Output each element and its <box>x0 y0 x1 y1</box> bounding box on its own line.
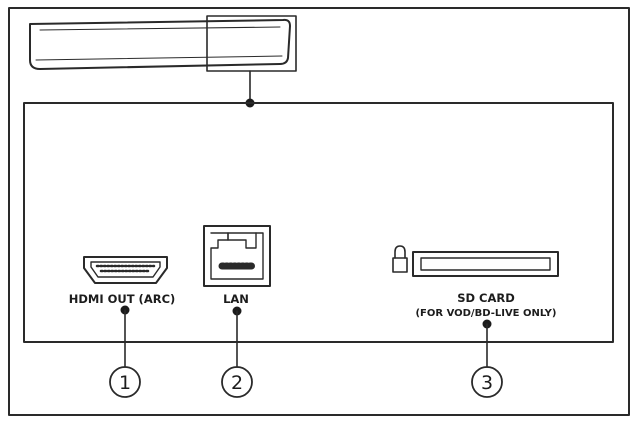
callout-3-circle <box>471 366 503 398</box>
callout-1-circle <box>109 366 141 398</box>
device-thumbnail <box>29 18 291 70</box>
sd-card-slot-icon <box>412 251 559 277</box>
hdmi-label: HDMI OUT (ARC) <box>69 292 176 306</box>
rear-panel <box>23 102 614 343</box>
lock-icon <box>392 245 408 273</box>
lan-label: LAN <box>223 292 249 306</box>
callout-3-number: 3 <box>481 372 493 394</box>
callout-2-circle <box>221 366 253 398</box>
zoom-indicator-box <box>206 15 297 72</box>
callout-1-number: 1 <box>119 372 131 394</box>
lan-port-icon <box>203 225 271 287</box>
outer-frame <box>8 7 630 416</box>
sd-card-sublabel: (FOR VOD/BD-LIVE ONLY) <box>415 308 556 319</box>
hdmi-port-icon <box>83 256 168 284</box>
callout-2-number: 2 <box>231 372 243 394</box>
sd-card-label: SD CARD <box>457 291 515 305</box>
